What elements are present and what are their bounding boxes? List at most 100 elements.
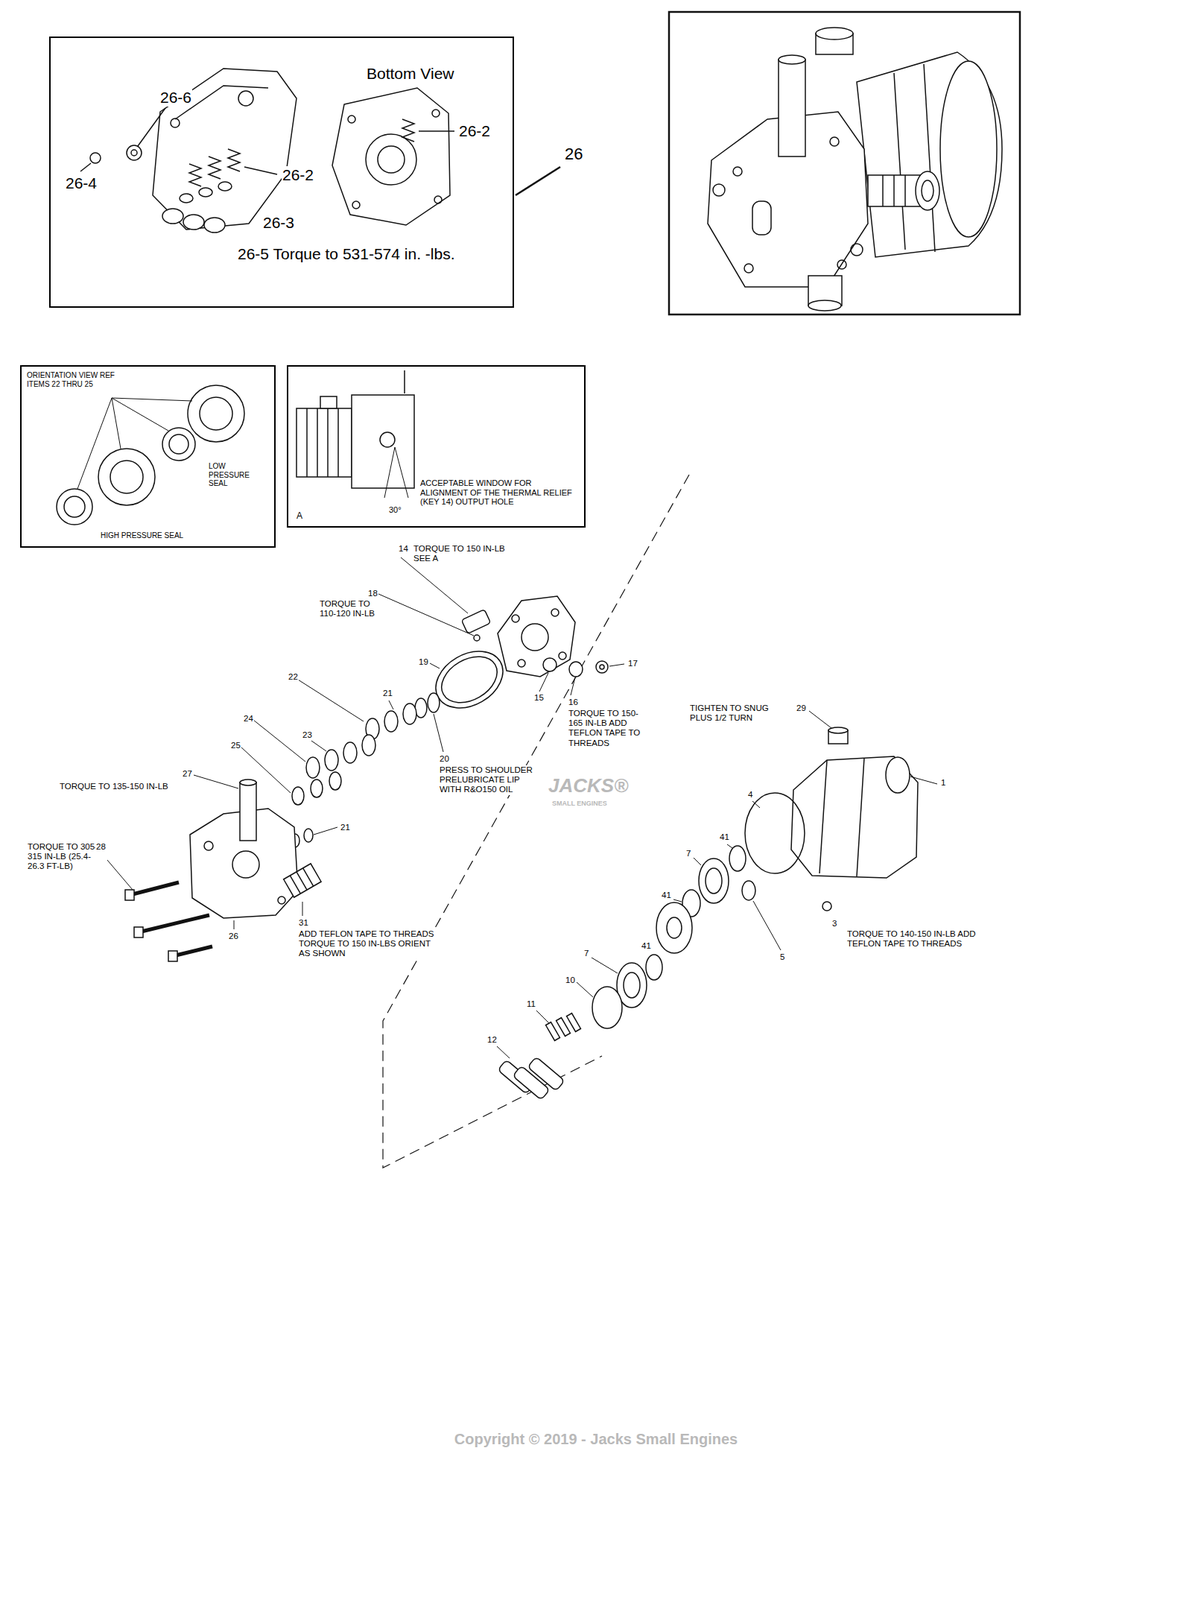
rib — [819, 759, 827, 874]
part-26-4 — [90, 152, 101, 164]
seal — [292, 786, 304, 805]
swash-plate — [656, 902, 693, 953]
bore-inner — [377, 146, 405, 173]
leader-line — [539, 672, 549, 692]
bolt-hole — [432, 109, 440, 117]
washer — [543, 657, 557, 672]
part-callout: 26-6 — [159, 88, 193, 107]
port — [238, 90, 254, 106]
leader-line — [111, 397, 121, 449]
bolt-hole — [277, 896, 286, 904]
reference-line — [403, 370, 406, 394]
spring — [402, 119, 415, 142]
assembly-note: PRESS TO SHOULDER PRELUBRICATE LIP WITH … — [438, 765, 536, 795]
bolt-hole — [829, 137, 839, 147]
leader-line — [570, 677, 576, 696]
callout-number: 11 — [525, 999, 537, 1009]
callout-number: 21 — [382, 688, 394, 699]
seal — [187, 385, 245, 442]
part-26-6 — [126, 145, 142, 161]
leader-line — [418, 130, 455, 132]
bolt-hole — [744, 263, 754, 273]
head — [351, 394, 415, 488]
thermal-relief — [461, 609, 491, 634]
leader-line — [515, 166, 561, 196]
unloader — [778, 59, 806, 157]
seal — [742, 880, 756, 900]
retainer — [592, 986, 623, 1029]
leader-line — [433, 713, 444, 752]
leader-line — [311, 740, 327, 751]
fitting-bore — [599, 664, 605, 670]
leader-line — [752, 800, 760, 808]
bolt-head — [134, 926, 144, 938]
callout-number: 10 — [564, 975, 576, 985]
watermark-logo: SMALL ENGINES — [551, 799, 608, 807]
leader-line — [673, 899, 682, 902]
bolt-hole — [511, 614, 520, 623]
rib — [882, 175, 884, 207]
bolt-hole — [551, 608, 559, 617]
leader-line — [609, 663, 625, 667]
part-callout: 26-5 Torque to 531-574 in. -lbs. — [236, 245, 456, 263]
valve-cap — [183, 214, 205, 230]
valve-seat — [218, 181, 232, 191]
window — [752, 201, 772, 235]
unloader-top — [239, 779, 257, 786]
crankcase — [856, 52, 1003, 258]
leader-line — [298, 679, 364, 722]
outlet-face — [915, 171, 940, 211]
bolt-hole — [204, 841, 214, 851]
seal — [343, 742, 357, 763]
bore — [232, 850, 260, 878]
ring — [729, 845, 746, 871]
outlet — [867, 175, 921, 207]
bolt-hole — [517, 659, 526, 667]
shaft-seal — [885, 756, 910, 793]
callout-number: 31 — [298, 917, 310, 928]
callout-number: 41 — [660, 890, 672, 900]
leader-line — [400, 557, 468, 614]
detail-view-panel: ACCEPTABLE WINDOW FOR ALIGNMENT OF THE T… — [286, 365, 586, 528]
gasket — [745, 792, 805, 874]
rib — [894, 73, 906, 250]
seal — [403, 703, 417, 725]
seal — [56, 488, 93, 525]
outlet-bore — [921, 180, 934, 202]
leader-line — [388, 700, 394, 710]
torque-note: TORQUE TO 150 IN-LB SEE A — [412, 543, 518, 564]
pin — [556, 1017, 571, 1037]
seal — [384, 710, 398, 732]
callout-number: 23 — [301, 730, 313, 740]
oil-cap-top — [828, 727, 848, 734]
leader-line — [313, 826, 338, 835]
callout-number: 29 — [795, 703, 807, 713]
bolt-head — [850, 243, 863, 256]
rib — [289, 875, 301, 894]
rib — [303, 867, 314, 886]
leader-line — [253, 719, 306, 762]
callout-number: 28 — [95, 841, 107, 852]
leader-line — [429, 663, 440, 669]
spring — [227, 149, 240, 172]
valve-seat — [198, 187, 213, 197]
unloader — [239, 782, 257, 841]
pin — [546, 1022, 561, 1041]
rib — [306, 408, 308, 477]
leader-line — [240, 746, 291, 793]
callout-number: 12 — [486, 1034, 498, 1045]
spring — [208, 156, 221, 179]
leader-line — [576, 981, 594, 997]
leader-line — [80, 163, 91, 172]
view-note: ORIENTATION VIEW REF ITEMS 22 THRU 25 — [26, 371, 125, 389]
rib — [923, 64, 935, 252]
bolt-head — [712, 184, 725, 196]
callout-number: 5 — [779, 952, 786, 962]
pin — [566, 1013, 582, 1032]
bolt — [141, 914, 210, 932]
gasket-inner — [433, 647, 506, 713]
view-note: ACCEPTABLE WINDOW FOR ALIGNMENT OF THE T… — [419, 478, 576, 507]
bearing-inner — [623, 972, 640, 998]
callout-number: 7 — [685, 848, 692, 859]
